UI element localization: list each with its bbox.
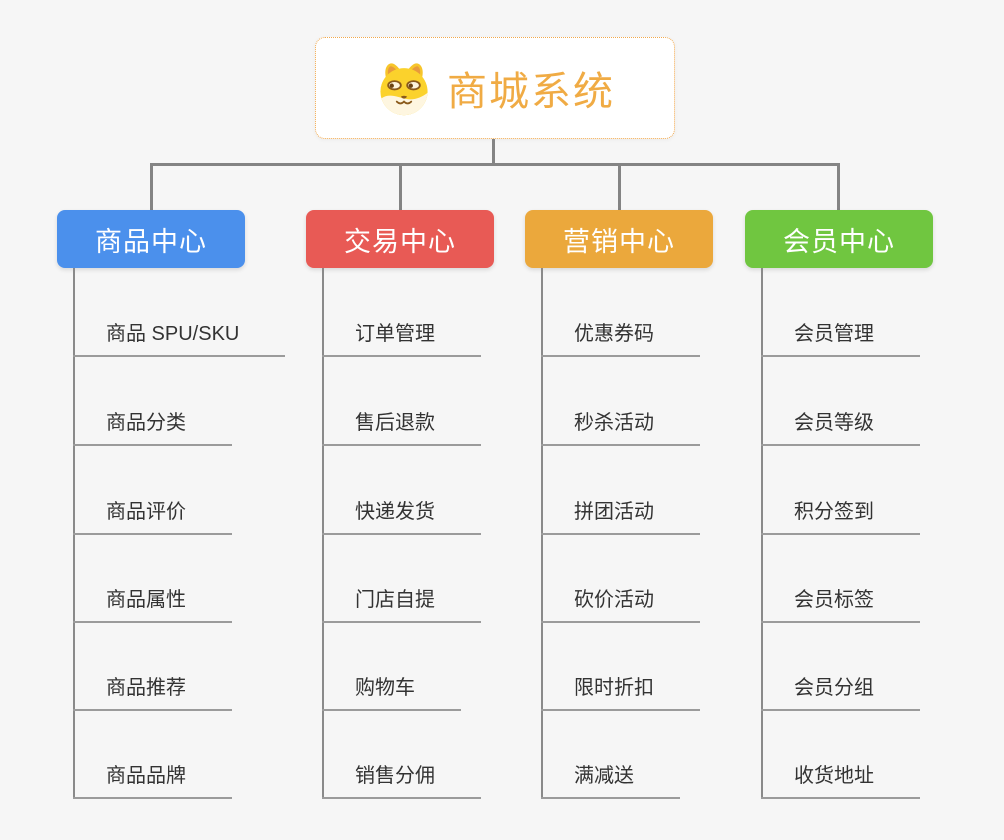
connector-drop-member — [837, 163, 840, 210]
branch-node-marketing-center[interactable]: 营销中心 — [525, 210, 713, 268]
leaf-node[interactable]: 会员标签 — [761, 587, 920, 623]
leaf-node[interactable]: 商品 SPU/SKU — [73, 321, 286, 357]
leaf-node[interactable]: 销售分佣 — [322, 763, 481, 799]
leaf-node[interactable]: 限时折扣 — [541, 675, 700, 711]
leaf-node[interactable]: 商品分类 — [73, 410, 232, 446]
connector-drop-trade — [399, 163, 402, 210]
leaf-node[interactable]: 快递发货 — [322, 499, 481, 535]
leaf-node[interactable]: 拼团活动 — [541, 499, 700, 535]
branch-node-product-center[interactable]: 商品中心 — [57, 210, 245, 268]
connector-drop-marketing — [618, 163, 621, 210]
branch-node-member-center[interactable]: 会员中心 — [745, 210, 933, 268]
leaf-node[interactable]: 订单管理 — [322, 321, 481, 357]
leaf-node[interactable]: 门店自提 — [322, 587, 481, 623]
root-node[interactable]: 商城系统 — [315, 37, 675, 139]
connector-bus — [150, 163, 840, 166]
branch-node-trade-center[interactable]: 交易中心 — [306, 210, 494, 268]
leaf-node[interactable]: 商品评价 — [73, 499, 232, 535]
dog-face-icon — [375, 59, 433, 117]
leaf-node[interactable]: 商品品牌 — [73, 763, 232, 799]
root-title: 商城系统 — [447, 70, 615, 114]
leaf-node[interactable]: 购物车 — [322, 675, 461, 711]
leaf-node[interactable]: 秒杀活动 — [541, 410, 700, 446]
leaf-node[interactable]: 优惠券码 — [541, 321, 700, 357]
leaf-node[interactable]: 砍价活动 — [541, 587, 700, 623]
connector-drop-product — [150, 163, 153, 210]
leaf-node[interactable]: 积分签到 — [761, 499, 920, 535]
leaf-node[interactable]: 收货地址 — [761, 763, 920, 799]
connector-root-drop — [492, 139, 495, 165]
leaf-node[interactable]: 商品推荐 — [73, 675, 232, 711]
leaf-node[interactable]: 会员分组 — [761, 675, 920, 711]
leaf-node[interactable]: 满减送 — [541, 763, 680, 799]
leaf-node[interactable]: 会员管理 — [761, 321, 920, 357]
leaf-node[interactable]: 售后退款 — [322, 410, 481, 446]
leaf-node[interactable]: 会员等级 — [761, 410, 920, 446]
leaf-node[interactable]: 商品属性 — [73, 587, 232, 623]
